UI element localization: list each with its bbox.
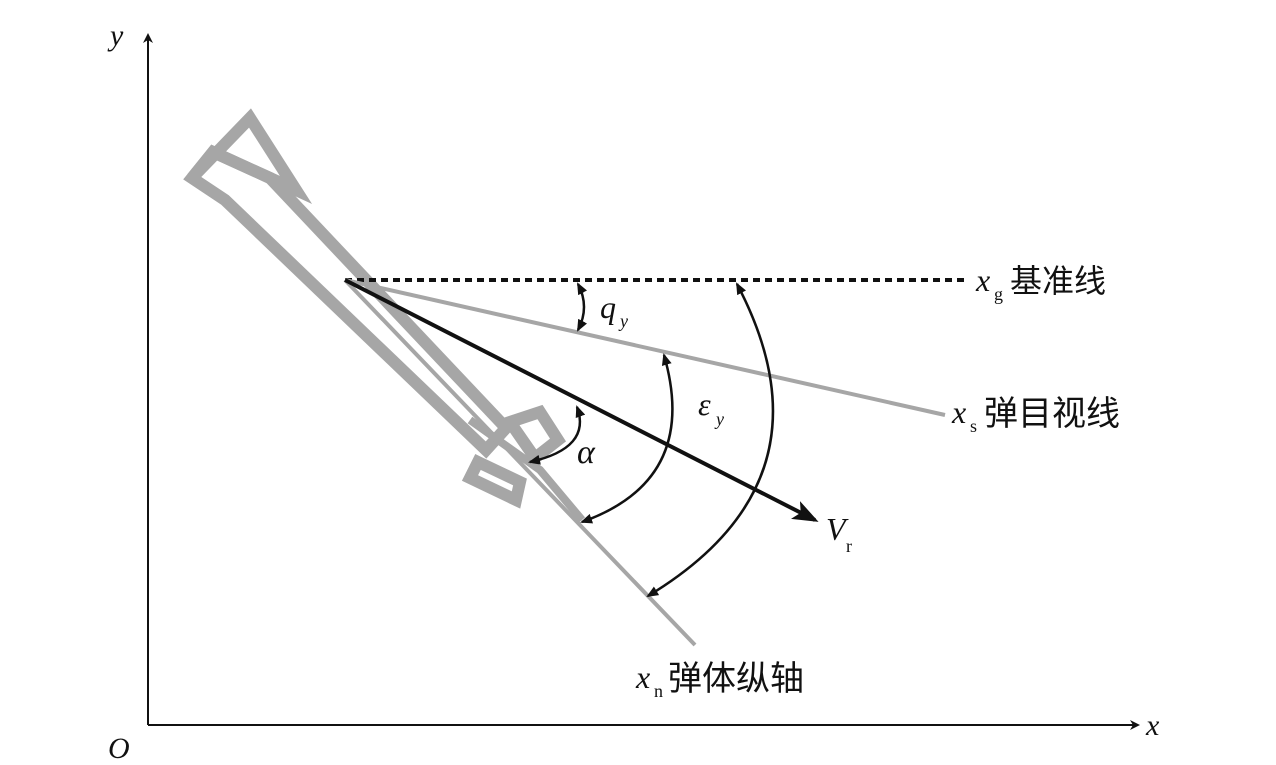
angle-arcs (528, 282, 775, 598)
total-angle-arc (646, 282, 775, 598)
q-angle-arc (576, 282, 588, 332)
body-axis-line (343, 278, 697, 647)
body-axis-name: 弹体纵轴 (668, 659, 804, 699)
epsilon-angle-subscript: y (714, 409, 724, 429)
alpha-angle-label: α (577, 434, 596, 471)
q-angle-subscript: y (618, 311, 628, 331)
body-axis-subscript: n (654, 681, 663, 701)
origin-label: O (108, 732, 130, 765)
missile-tube (183, 144, 515, 459)
line-of-sight (344, 278, 946, 417)
velocity-symbol: V (826, 511, 849, 547)
angle-labels: q y ε y α (577, 289, 724, 471)
line-labels: x g 基准线 x s 弹目视线 V r x n 弹体纵轴 (635, 262, 1120, 701)
reference-line-symbol: x (975, 262, 990, 298)
velocity-vector (344, 278, 819, 522)
coordinate-axes: y x O (107, 19, 1160, 765)
y-axis-label: y (107, 19, 124, 52)
velocity-subscript: r (846, 536, 852, 556)
body-axis-symbol: x (635, 659, 650, 695)
missile-nose (187, 108, 313, 205)
reference-line-subscript: g (994, 284, 1003, 304)
reference-line-name: 基准线 (1010, 262, 1106, 300)
epsilon-angle-label: ε (698, 386, 711, 422)
line-of-sight-name: 弹目视线 (984, 394, 1120, 434)
alpha-angle-arc (528, 405, 586, 465)
x-axis-label: x (1145, 709, 1160, 742)
q-angle-label: q (600, 289, 616, 325)
line-of-sight-symbol: x (951, 394, 966, 430)
missile-fin-lower (461, 454, 527, 509)
line-of-sight-subscript: s (970, 416, 977, 436)
